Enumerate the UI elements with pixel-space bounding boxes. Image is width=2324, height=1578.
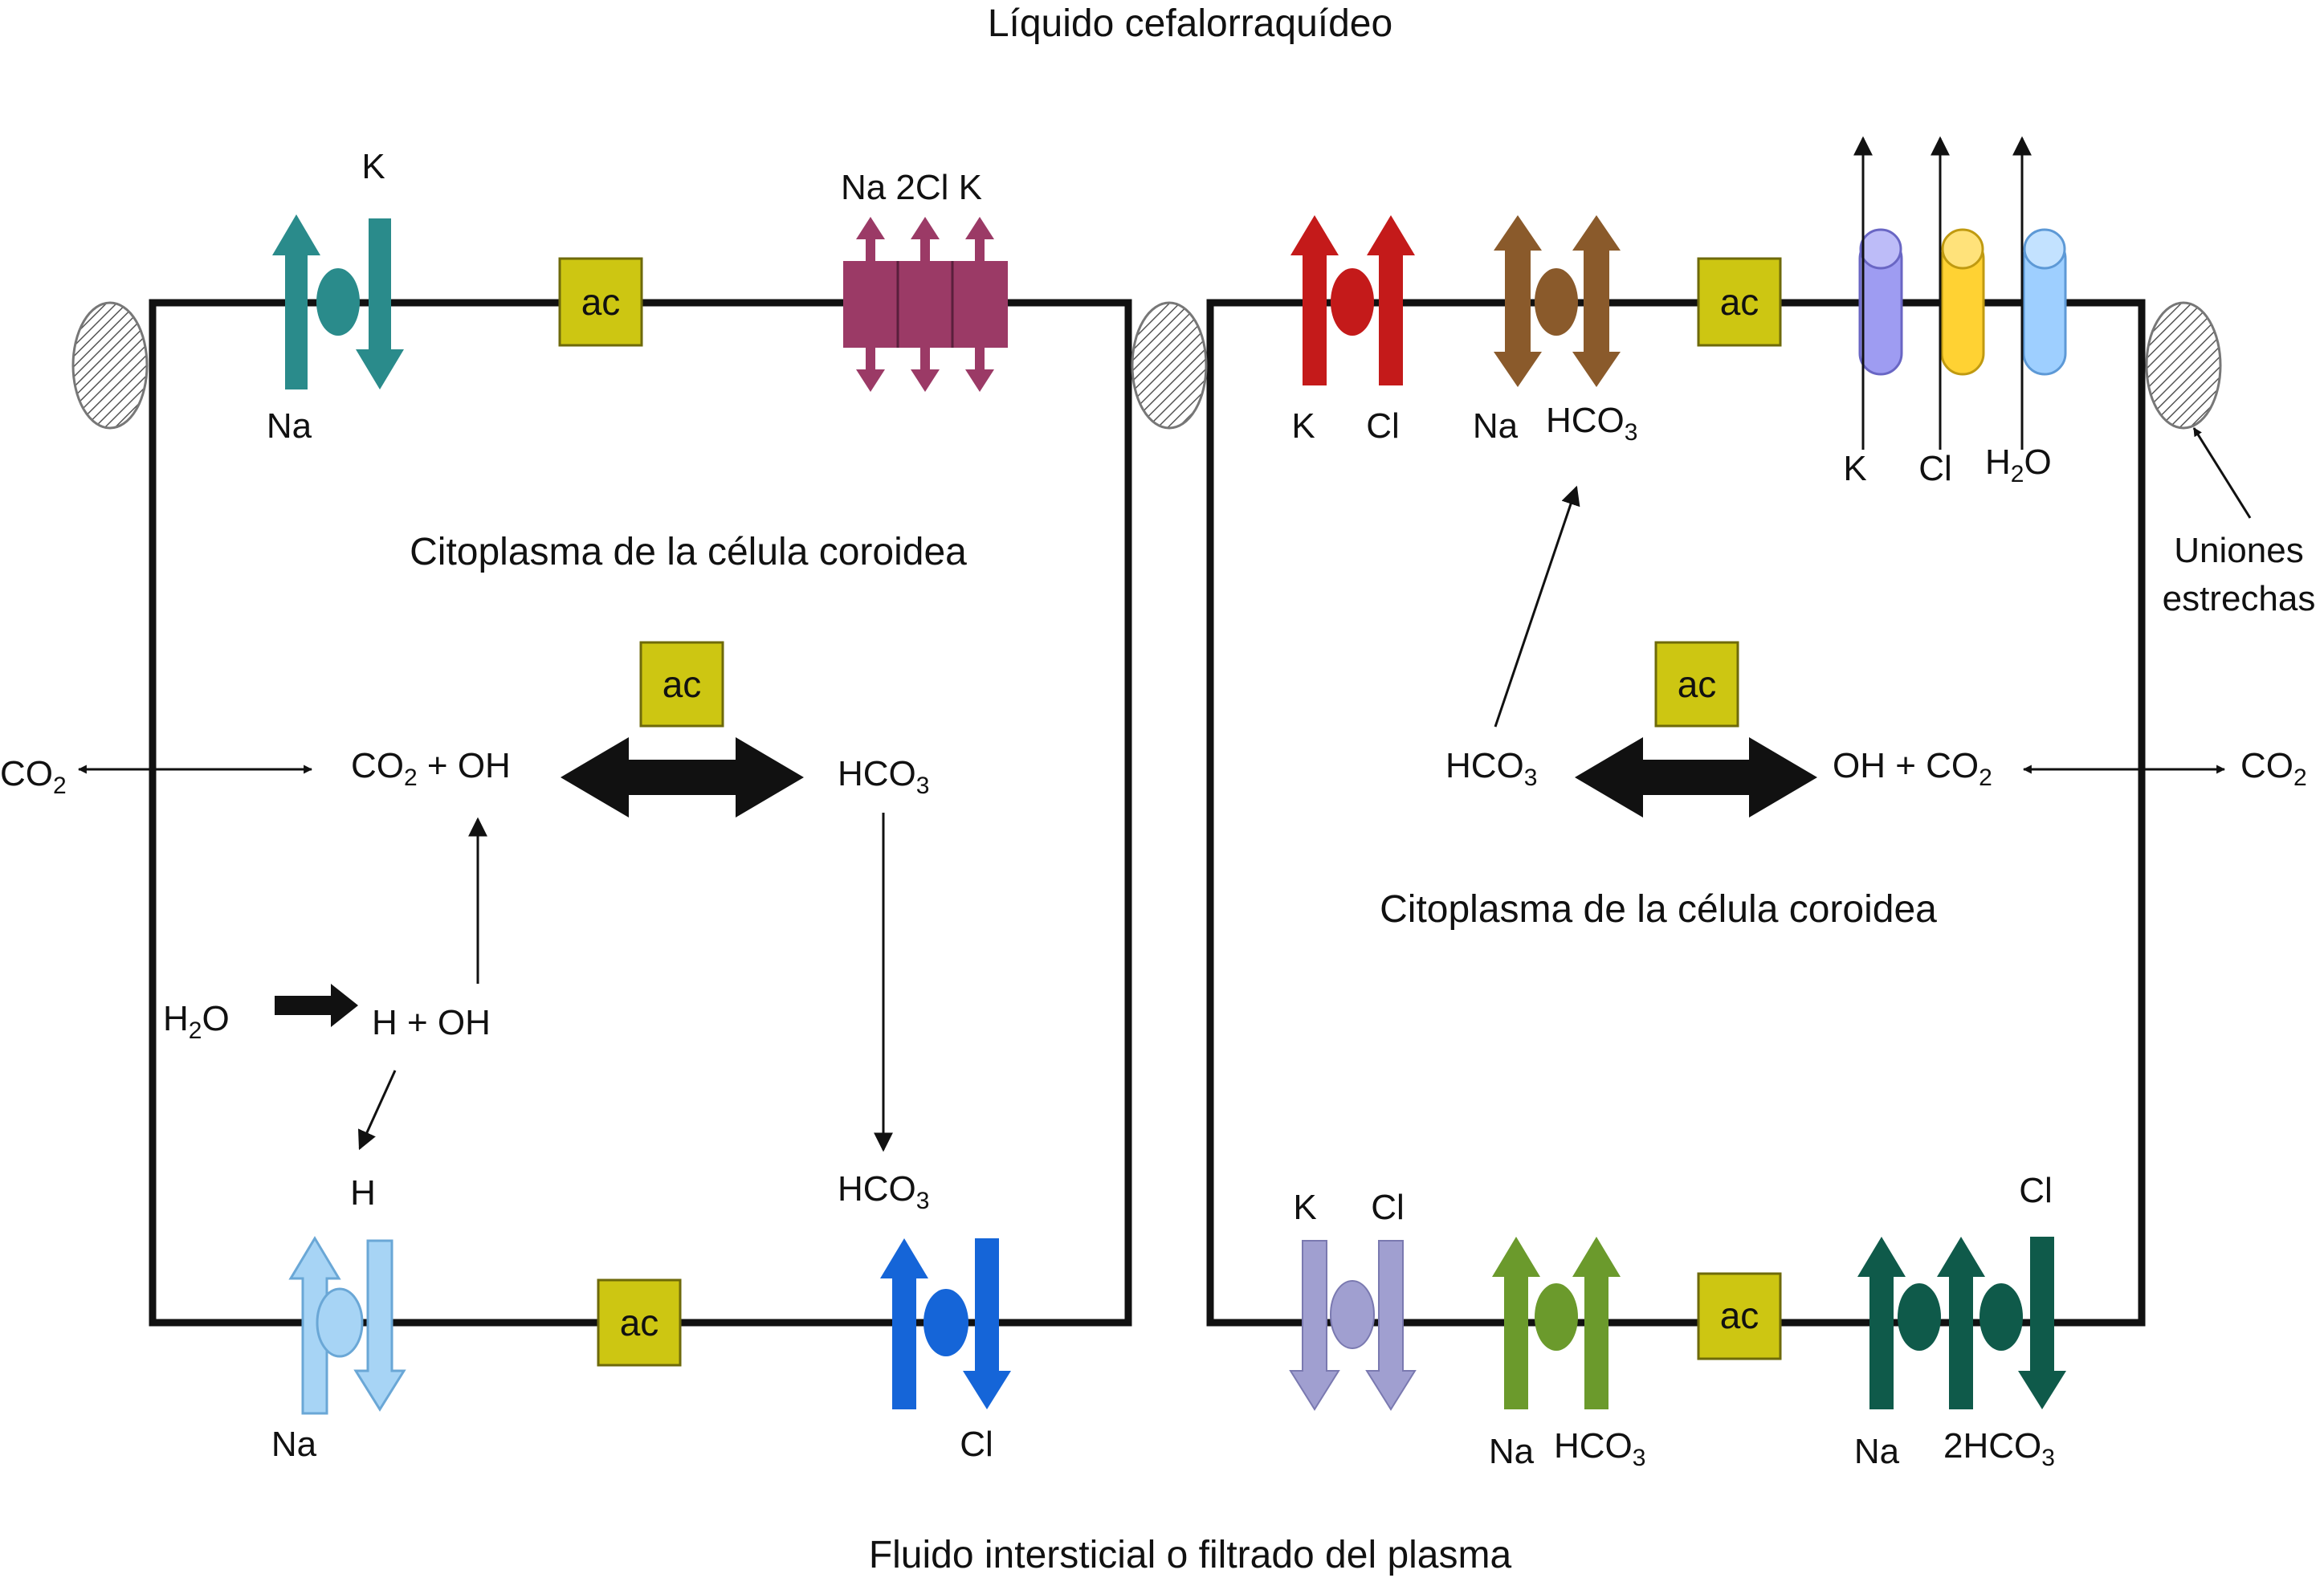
na-hco3-cotransporter-right-bottom bbox=[1492, 1237, 1621, 1409]
label-water-channel: H2O bbox=[1985, 442, 2052, 487]
svg-text:ac: ac bbox=[663, 663, 702, 705]
svg-text:ac: ac bbox=[581, 281, 621, 323]
csf-title: Líquido cefalorraquídeo bbox=[988, 2, 1392, 45]
label-2hco3-right-exchanger: 2HCO3 bbox=[1943, 1426, 2055, 1471]
svg-text:ac: ac bbox=[1678, 663, 1717, 705]
interstitial-fluid-title: Fluido intersticial o filtrado del plasm… bbox=[869, 1534, 1512, 1576]
k-cl-cotransporter-right-bottom bbox=[1289, 1240, 1417, 1411]
carbonic-anhydrase-left-center: ac bbox=[639, 641, 724, 728]
co2-outside-left: CO2 bbox=[0, 754, 67, 799]
label-hco3-right-top: HCO3 bbox=[1546, 401, 1637, 446]
co2-outside-right: CO2 bbox=[2240, 746, 2307, 791]
carbonic-anhydrase-left-top: ac bbox=[558, 257, 643, 347]
hco3-to-apical-arrow bbox=[1494, 485, 1580, 728]
dissociation-arrow bbox=[275, 984, 358, 1027]
reversible-reaction-arrow-right bbox=[1575, 737, 1817, 818]
label-na-right-bottom: Na bbox=[1489, 1432, 1535, 1471]
na-hco3-cotransporter-right-top bbox=[1494, 215, 1621, 387]
left-cell-membrane bbox=[149, 299, 1132, 1327]
tight-junction-middle bbox=[1131, 301, 1208, 430]
h-release-arrow bbox=[357, 1070, 397, 1151]
na-2cl-k-cotransporter bbox=[843, 217, 1008, 392]
right-cell-membrane bbox=[1206, 299, 2146, 1327]
na-k-pump-left-top bbox=[272, 214, 404, 389]
reaction-hco3-left: HCO3 bbox=[838, 754, 929, 799]
cytoplasm-label-right: Citoplasma de la célula coroidea bbox=[1380, 888, 1937, 931]
tight-junction-right bbox=[2145, 301, 2222, 430]
carbonic-anhydrase-right-center: ac bbox=[1654, 641, 1739, 728]
label-k-left-top: K bbox=[361, 147, 385, 186]
label-cl-right-top: Cl bbox=[1366, 406, 1400, 446]
k-cl-cotransporter-right-top bbox=[1290, 215, 1415, 385]
cl-hco3-exchanger-left-bottom bbox=[880, 1238, 1011, 1409]
cytoplasm-label-left: Citoplasma de la célula coroidea bbox=[410, 531, 967, 573]
label-na-left-bottom: Na bbox=[271, 1425, 317, 1464]
label-cl-right-bottom: Cl bbox=[1371, 1188, 1405, 1227]
water-channel bbox=[2012, 136, 2067, 450]
reaction-co2-oh-left: CO2 + OH bbox=[351, 746, 511, 791]
carbonic-anhydrase-right-bottom: ac bbox=[1697, 1272, 1782, 1360]
reaction-oh-co2-right: OH + CO2 bbox=[1833, 746, 1992, 791]
label-cl-left-bottom: Cl bbox=[960, 1425, 993, 1464]
na-2hco3-cl-exchanger-right-bottom bbox=[1857, 1237, 2066, 1409]
water-left: H2O bbox=[163, 999, 230, 1044]
label-k-right-top: K bbox=[1291, 406, 1315, 446]
tight-junction-label-line1: Uniones bbox=[2174, 531, 2303, 570]
svg-text:ac: ac bbox=[1720, 281, 1759, 323]
label-k-right-bottom: K bbox=[1293, 1188, 1316, 1227]
h-plus-oh: H + OH bbox=[372, 1003, 491, 1042]
hco3-lower-left: HCO3 bbox=[838, 1169, 929, 1214]
carbonic-anhydrase-left-bottom: ac bbox=[597, 1278, 682, 1367]
reaction-hco3-right: HCO3 bbox=[1445, 746, 1537, 791]
na-h-exchanger-left-bottom bbox=[288, 1236, 406, 1415]
carbonic-anhydrase-right-top: ac bbox=[1697, 257, 1782, 347]
svg-text:ac: ac bbox=[1720, 1295, 1759, 1336]
tight-junction-label-line2: estrechas bbox=[2163, 579, 2316, 618]
k-channel bbox=[1853, 136, 1903, 450]
tight-junction-left bbox=[71, 301, 149, 430]
label-na-right-top: Na bbox=[1473, 406, 1519, 446]
label-hco3-right-bottom: HCO3 bbox=[1554, 1426, 1645, 1471]
svg-text:ac: ac bbox=[620, 1302, 659, 1344]
label-na-left-top: Na bbox=[267, 406, 312, 446]
label-na-right-exchanger: Na bbox=[1854, 1432, 1900, 1471]
label-cl-right-exchanger: Cl bbox=[2019, 1171, 2053, 1210]
proton-label: H bbox=[350, 1173, 376, 1213]
label-nkcc: Na 2Cl K bbox=[841, 168, 982, 207]
label-cl-channel: Cl bbox=[1918, 449, 1952, 488]
reversible-reaction-arrow-left bbox=[561, 737, 804, 818]
label-k-channel: K bbox=[1843, 449, 1866, 488]
tight-junction-pointer bbox=[2192, 427, 2252, 519]
cl-channel bbox=[1931, 136, 1985, 450]
